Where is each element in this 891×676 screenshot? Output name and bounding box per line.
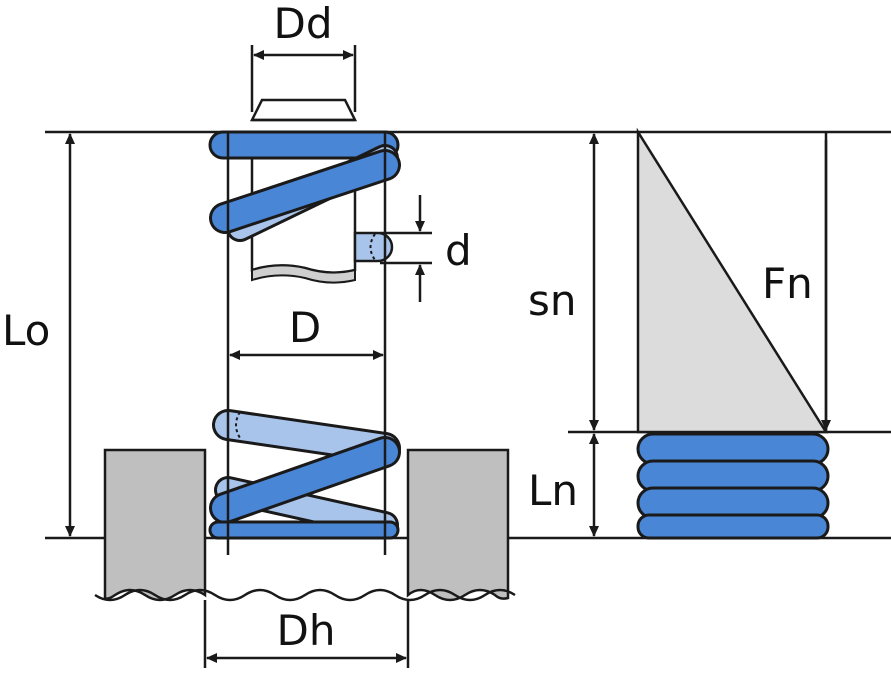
force-triangle	[636, 127, 829, 434]
shaft-cut-end	[251, 264, 356, 284]
force-diagram	[636, 127, 831, 434]
label-lo: Lo	[2, 306, 50, 355]
label-ln: Ln	[528, 466, 578, 515]
shaft-head	[249, 98, 358, 122]
compressed-spring	[636, 432, 830, 540]
top-spring-coils	[208, 130, 401, 263]
housing-right-block	[406, 448, 510, 602]
housing-blocks	[94, 448, 516, 602]
label-d-mean: D	[289, 303, 321, 352]
housing-break-line	[94, 588, 516, 602]
housing-left-block	[103, 448, 207, 602]
bottom-end-coil	[208, 520, 400, 540]
label-fn: Fn	[762, 259, 813, 308]
label-sn: sn	[528, 276, 577, 325]
bottom-spring-coils	[208, 409, 401, 540]
label-dh: Dh	[277, 606, 336, 655]
label-d: d	[445, 226, 472, 275]
top-end-coil	[208, 130, 400, 160]
label-dd: Dd	[273, 0, 332, 48]
